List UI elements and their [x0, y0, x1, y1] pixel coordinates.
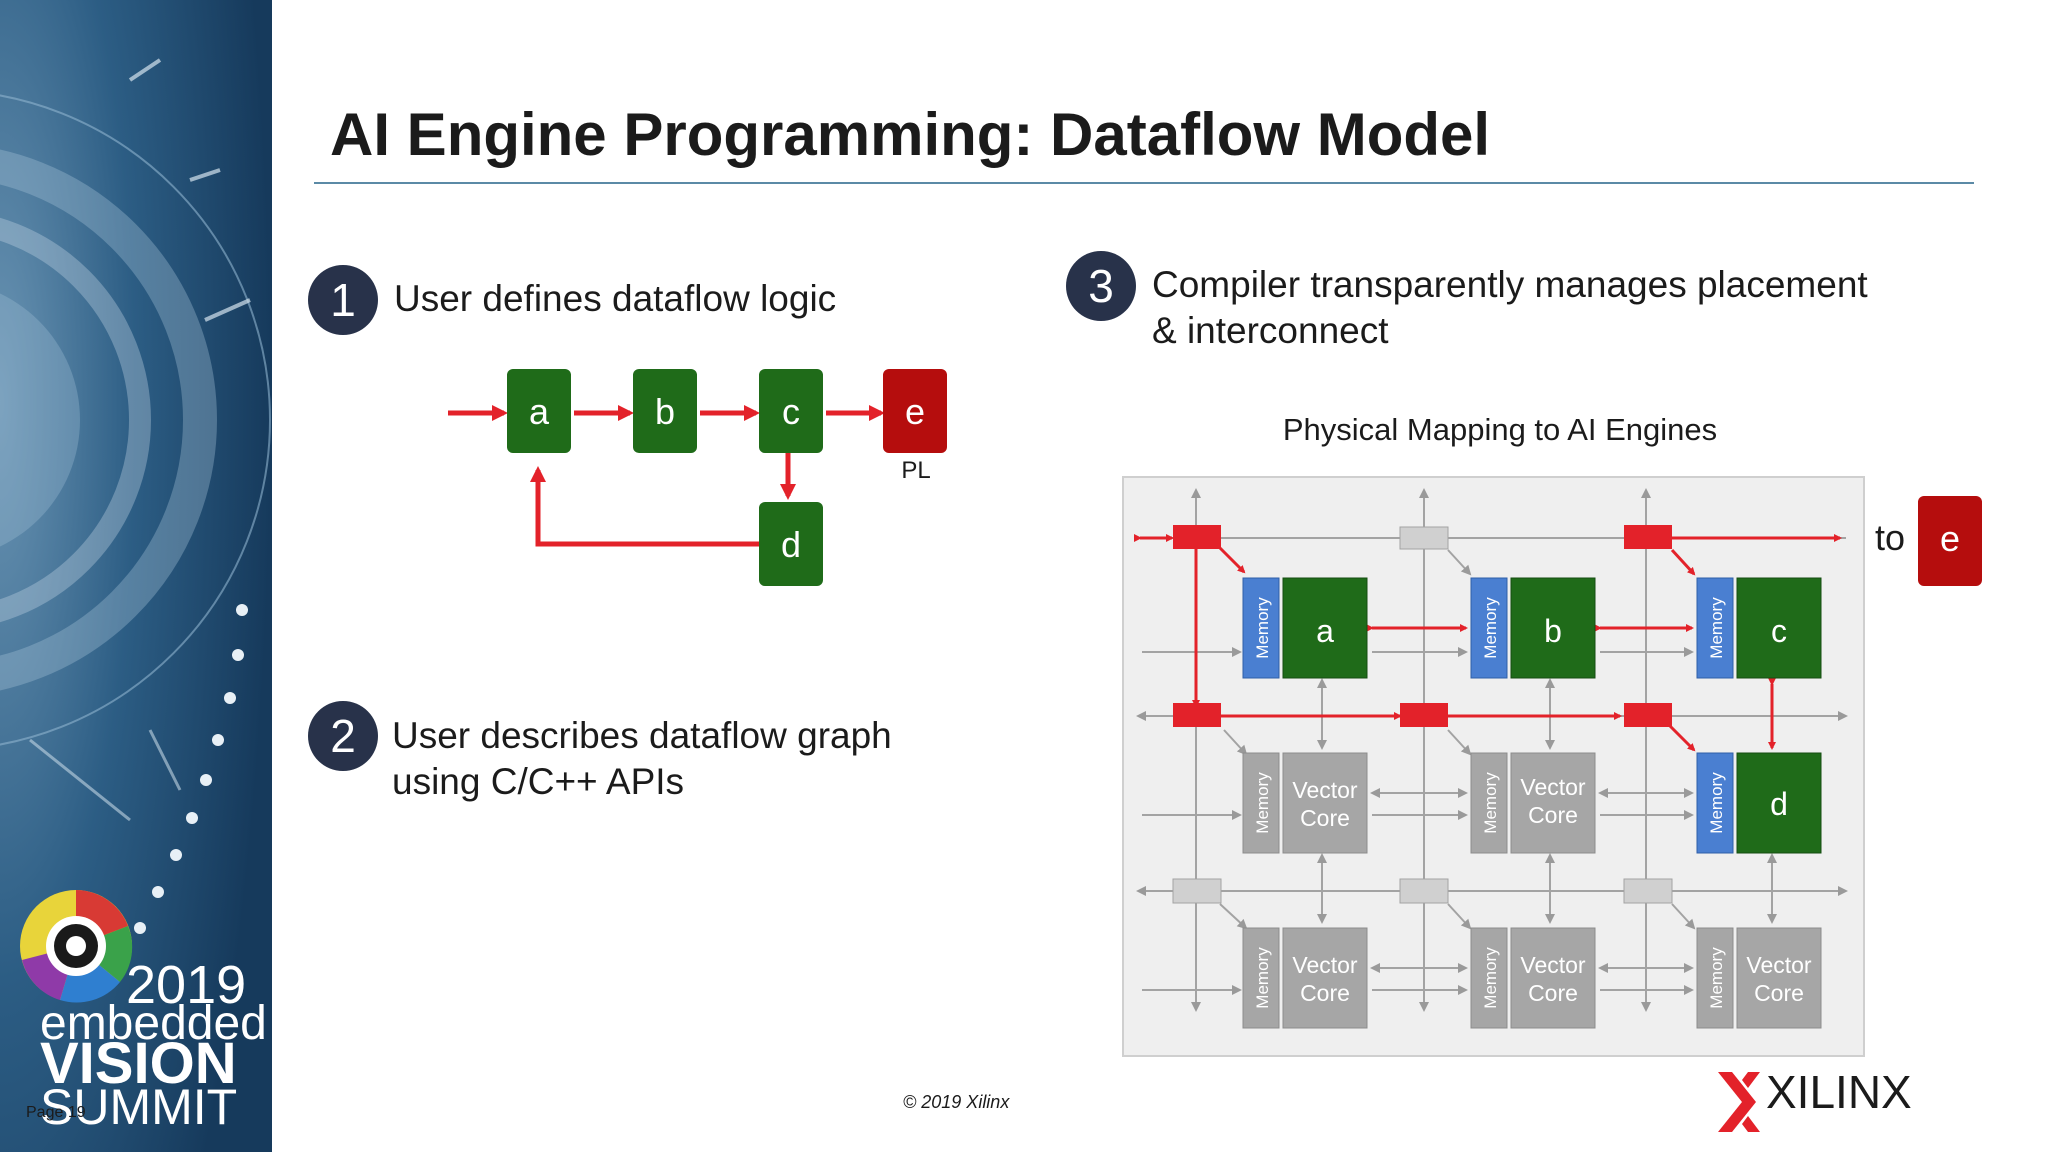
node-c-label: c	[782, 391, 800, 432]
step-3-line-1: Compiler transparently manages placement	[1152, 264, 1868, 305]
memory-label-r2c2: Memory	[1481, 772, 1500, 834]
event-sidebar: 2019 embedded VISION SUMMIT Page 19	[0, 0, 272, 1152]
memory-r2c3	[1696, 752, 1734, 854]
memory-label-r1c3: Memory	[1707, 597, 1726, 659]
vector-core-label-r3c1-line2: Core	[1300, 980, 1350, 1006]
vector-core-label-r3c1-line1: Vector	[1292, 952, 1358, 978]
to-label: to	[1875, 517, 1905, 558]
event-name-vision: VISION	[40, 1031, 237, 1096]
memory-label-r2c1: Memory	[1253, 772, 1272, 834]
memory-label-r3c1: Memory	[1253, 947, 1272, 1009]
vector-core-r3c2	[1510, 927, 1596, 1029]
step-2-line-2: using C/C++ APIs	[392, 761, 685, 802]
event-name-embedded: embedded	[40, 997, 267, 1050]
memory-label-r1c2: Memory	[1481, 597, 1500, 659]
switch-r3c1	[1172, 878, 1222, 904]
memory-r3c3	[1696, 927, 1734, 1029]
vector-core-label-r3c2-line2: Core	[1528, 980, 1578, 1006]
node-d	[759, 502, 823, 586]
edge-d-a	[530, 466, 760, 547]
xilinx-wordmark: XILINX	[1766, 1066, 1912, 1118]
vector-core-label-r2c1-line2: Core	[1300, 805, 1350, 831]
core-a	[1282, 577, 1368, 679]
core-c-label: c	[1771, 613, 1787, 649]
vector-core-label-r2c2-line2: Core	[1528, 802, 1578, 828]
memory-r2c1	[1242, 752, 1280, 854]
routed-paths	[1134, 534, 1842, 752]
step-2-badge: 2	[308, 701, 378, 771]
vector-core-label-r2c2-line1: Vector	[1520, 774, 1586, 800]
logical-graph: a b c e PL d	[448, 369, 947, 586]
memory-label-r3c2: Memory	[1481, 947, 1500, 1009]
switch-r3c2	[1399, 878, 1449, 904]
vector-core-label-r3c3-line1: Vector	[1746, 952, 1812, 978]
step-2-line-1: User describes dataflow graph	[392, 715, 892, 756]
core-b-label: b	[1544, 613, 1562, 649]
memory-r3c2	[1470, 927, 1508, 1029]
switch-r3c3	[1623, 878, 1673, 904]
step-1-badge: 1	[308, 265, 378, 335]
memory-r1c3	[1696, 577, 1734, 679]
switch-r2c1	[1173, 703, 1221, 727]
memory-r1c2	[1470, 577, 1508, 679]
node-c	[759, 369, 823, 453]
switch-r1c1	[1173, 525, 1221, 549]
physical-mapping: Memory a Memory b Memory c Memory Vector…	[1122, 476, 1865, 1057]
memory-label-r3c3: Memory	[1707, 947, 1726, 1009]
external-node-e	[1918, 496, 1982, 586]
node-e	[883, 369, 947, 453]
core-d	[1736, 752, 1822, 854]
vector-core-label-r3c3-line2: Core	[1754, 980, 1804, 1006]
external-node-e-label: e	[1940, 518, 1960, 559]
node-d-label: d	[781, 524, 801, 565]
page-number: Page 19	[26, 1104, 86, 1121]
memory-r3c1	[1242, 927, 1280, 1029]
vector-core-r2c1	[1282, 752, 1368, 854]
slide-title: AI Engine Programming: Dataflow Model	[330, 101, 1491, 168]
event-name-summit: SUMMIT	[40, 1079, 238, 1135]
step-3-text: Compiler transparently manages placement…	[1152, 262, 1868, 354]
vector-core-r3c1	[1282, 927, 1368, 1029]
title-divider	[314, 182, 1974, 184]
pl-label: PL	[901, 457, 930, 484]
vector-core-r3c3	[1736, 927, 1822, 1029]
core-b	[1510, 577, 1596, 679]
footer-copyright: © 2019 Xilinx	[903, 1092, 1010, 1112]
step-1-text: User defines dataflow logic	[394, 278, 837, 319]
memory-r1c1	[1242, 577, 1280, 679]
core-d-label: d	[1770, 786, 1788, 822]
event-logo-icon	[20, 890, 133, 1003]
node-b-label: b	[655, 391, 675, 432]
node-e-label: e	[905, 391, 925, 432]
memory-r2c2	[1470, 752, 1508, 854]
event-year: 2019	[126, 955, 247, 1015]
vector-core-label-r3c2-line1: Vector	[1520, 952, 1586, 978]
node-b	[633, 369, 697, 453]
mapping-title: Physical Mapping to AI Engines	[1283, 412, 1717, 447]
step-2-text: User describes dataflow graph using C/C+…	[392, 713, 892, 805]
switch-r2c2	[1400, 703, 1448, 727]
memory-label-r1c1: Memory	[1253, 597, 1272, 659]
xilinx-logo-icon	[1718, 1072, 1760, 1132]
vector-core-r2c2	[1510, 752, 1596, 854]
core-c	[1736, 577, 1822, 679]
node-a-label: a	[529, 391, 550, 432]
core-a-label: a	[1316, 613, 1334, 649]
step-3-badge: 3	[1066, 251, 1136, 321]
switch-r2c3	[1624, 703, 1672, 727]
node-a	[507, 369, 571, 453]
switch-r1c3	[1624, 525, 1672, 549]
switch-r1c2	[1399, 526, 1449, 550]
sidebar-graphic	[0, 0, 272, 1152]
vector-core-label-r2c1-line1: Vector	[1292, 777, 1358, 803]
step-3-line-2: & interconnect	[1152, 310, 1389, 351]
memory-label-r2c3: Memory	[1707, 772, 1726, 834]
